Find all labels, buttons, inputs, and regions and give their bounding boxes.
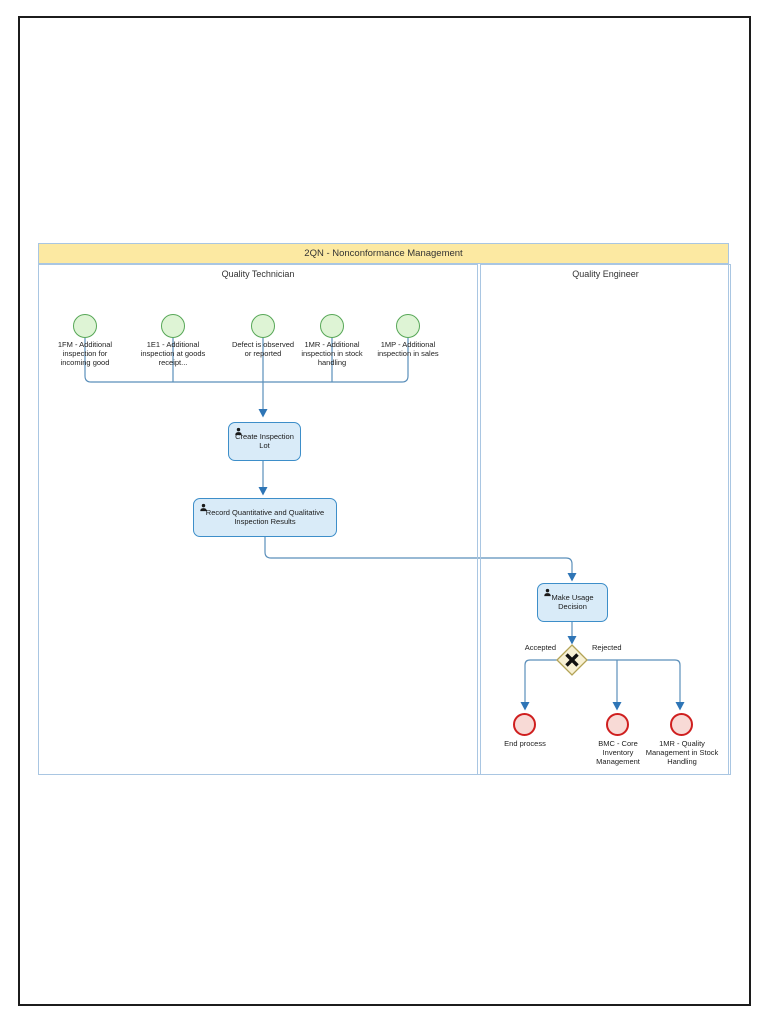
pool-title: 2QN - Nonconformance Management <box>39 244 728 264</box>
start-event-label: 1E1 - Additional inspection at goods rec… <box>140 340 206 367</box>
task-label: Record Quantitative and Qualitative Insp… <box>205 507 325 526</box>
lane-name-label: Quality Engineer <box>572 269 639 279</box>
start-event-1fm[interactable] <box>73 314 97 338</box>
gateway-branch-label-rejected: Rejected <box>592 643 622 652</box>
user-icon <box>200 503 207 512</box>
start-event-1mr[interactable] <box>320 314 344 338</box>
task-label: Create Inspection Lot <box>235 431 294 450</box>
end-event-label: End process <box>504 739 546 748</box>
end-event-bmc[interactable] <box>606 713 629 736</box>
user-icon <box>544 588 551 597</box>
pool-nonconformance-management: 2QN - Nonconformance Management Quality … <box>38 243 731 775</box>
lane-quality-engineer: Quality Engineer <box>480 264 731 775</box>
gateway-branch-label-accepted: Accepted <box>524 643 556 652</box>
start-event-label: 1MP - Additional inspection in sales <box>377 340 439 358</box>
lane-quality-technician: Quality Technician <box>38 264 478 775</box>
end-event-end-process[interactable] <box>513 713 536 736</box>
task-label: Make Usage Decision <box>551 592 594 611</box>
start-event-label: 1MR - Additional inspection in stock han… <box>301 340 363 367</box>
start-event-label: Defect is observed or reported <box>231 340 295 358</box>
end-event-label: BMC - Core Inventory Management <box>596 739 640 766</box>
task-create-inspection-lot[interactable]: Create Inspection Lot <box>228 422 301 461</box>
page-border <box>18 16 751 1006</box>
end-event-label: 1MR - Quality Management in Stock Handli… <box>645 739 719 766</box>
lane-name-label: Quality Technician <box>221 269 295 279</box>
start-event-defect[interactable] <box>251 314 275 338</box>
task-make-usage-decision[interactable]: Make Usage Decision <box>537 583 608 622</box>
end-event-1mr[interactable] <box>670 713 693 736</box>
task-record-inspection-results[interactable]: Record Quantitative and Qualitative Insp… <box>193 498 337 537</box>
start-event-label: 1FM - Additional inspection for incoming… <box>57 340 113 367</box>
start-event-1mp[interactable] <box>396 314 420 338</box>
user-icon <box>235 427 242 436</box>
start-event-1e1[interactable] <box>161 314 185 338</box>
